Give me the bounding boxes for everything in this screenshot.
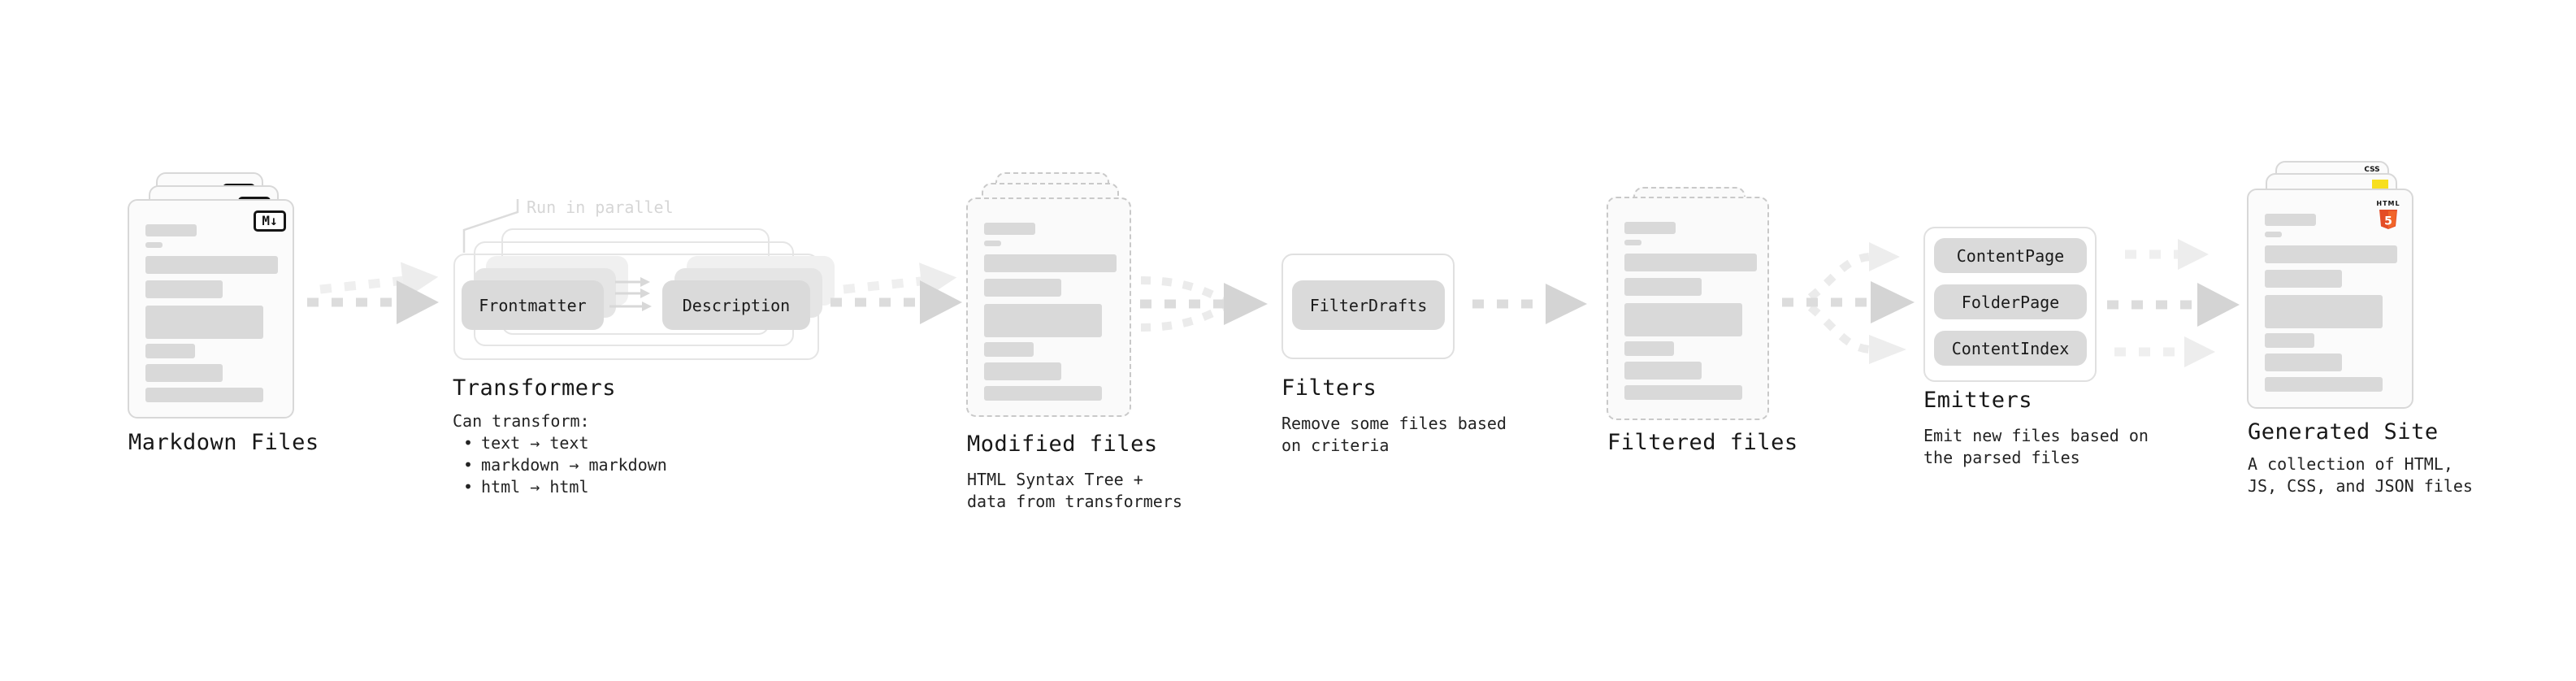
skeleton-bar — [145, 364, 223, 382]
filters-description: Remove some files based on criteria — [1281, 414, 1507, 455]
emitters-description: Emit new files based on the parsed files — [1923, 426, 2149, 467]
arrows-emitters-to-generated — [2107, 239, 2240, 367]
skeleton-bar — [2265, 354, 2342, 371]
skeleton-bar — [984, 362, 1061, 380]
skeleton-bar — [145, 242, 163, 248]
filter-drafts-node: FilterDrafts — [1292, 280, 1445, 330]
transform-bullet-item: • text → text — [463, 433, 589, 453]
skeleton-bar — [1624, 278, 1702, 296]
emitters-label: Emitters — [1923, 388, 2033, 413]
skeleton-bar — [984, 241, 1001, 246]
generated-file-card-front: HTML 5 — [2247, 189, 2413, 409]
skeleton-bar — [1624, 385, 1742, 400]
skeleton-bar — [2265, 333, 2314, 348]
arrow-markdown-to-transformers — [307, 262, 439, 324]
skeleton-bar — [984, 254, 1117, 272]
transform-bullet-item: • html → html — [463, 477, 589, 497]
skeleton-bar — [1624, 254, 1757, 271]
transformers-desc-title: Can transform: — [453, 411, 590, 431]
modified-file-card-front — [966, 197, 1131, 417]
skeleton-bar — [1624, 362, 1702, 380]
skeleton-bar — [2265, 295, 2383, 328]
generated-site-description: A collection of HTML, JS, CSS, and JSON … — [2248, 454, 2473, 496]
bullet-dot: • — [463, 477, 474, 497]
skeleton-bar — [145, 388, 263, 402]
filters-label: Filters — [1281, 375, 1377, 401]
transform-bullet-item: • markdown → markdown — [463, 455, 667, 475]
skeleton-bar — [1624, 303, 1742, 336]
skeleton-bar — [1624, 222, 1676, 234]
skeleton-bar — [2265, 377, 2383, 392]
transformers-label: Transformers — [453, 375, 617, 401]
skeleton-bar — [145, 306, 263, 339]
frontmatter-node: Frontmatter — [462, 280, 604, 330]
folder-page-node: FolderPage — [1934, 284, 2087, 319]
skeleton-bar — [145, 344, 195, 358]
filtered-file-card-front — [1607, 197, 1769, 420]
skeleton-bar — [984, 342, 1034, 357]
arrow-modified-to-filters — [1140, 276, 1268, 332]
filtered-files-label: Filtered files — [1607, 430, 1798, 455]
skeleton-bar — [1624, 240, 1641, 245]
arrow-transformers-to-modified — [830, 262, 962, 324]
content-page-node: ContentPage — [1934, 238, 2087, 273]
transformers-description: Can transform: • text → text • markdown … — [453, 410, 667, 498]
svg-text:5: 5 — [2384, 215, 2392, 228]
skeleton-bar — [2265, 245, 2397, 263]
description-node: Description — [662, 280, 810, 330]
bullet-dot: • — [463, 455, 474, 475]
content-index-node: ContentIndex — [1934, 331, 2087, 366]
html5-icon: HTML 5 — [2376, 200, 2400, 229]
skeleton-bar — [2265, 214, 2316, 226]
skeleton-bar — [984, 223, 1035, 235]
arrow-filters-to-filtered — [1472, 284, 1587, 324]
bullet-dot: • — [463, 433, 474, 453]
skeleton-bar — [145, 280, 223, 298]
skeleton-bar — [984, 304, 1102, 337]
skeleton-bar — [2265, 232, 2282, 237]
arrow-filtered-to-emitters — [1782, 242, 1915, 364]
skeleton-bar — [2265, 270, 2342, 288]
skeleton-bar — [145, 256, 278, 274]
skeleton-bar — [984, 386, 1102, 401]
run-in-parallel-annotation: Run in parallel — [527, 197, 674, 217]
modified-files-description: HTML Syntax Tree + data from transformer… — [967, 470, 1182, 511]
skeleton-bar — [1624, 341, 1674, 356]
generated-site-label: Generated Site — [2248, 419, 2439, 445]
skeleton-bar — [984, 279, 1061, 297]
markdown-file-card-front: M↓ — [128, 199, 294, 419]
skeleton-bar — [145, 224, 197, 236]
markdown-icon: M↓ — [254, 210, 286, 232]
js-file-icon — [2372, 180, 2388, 189]
markdown-files-label: Markdown Files — [128, 430, 319, 455]
modified-files-label: Modified files — [967, 432, 1158, 457]
